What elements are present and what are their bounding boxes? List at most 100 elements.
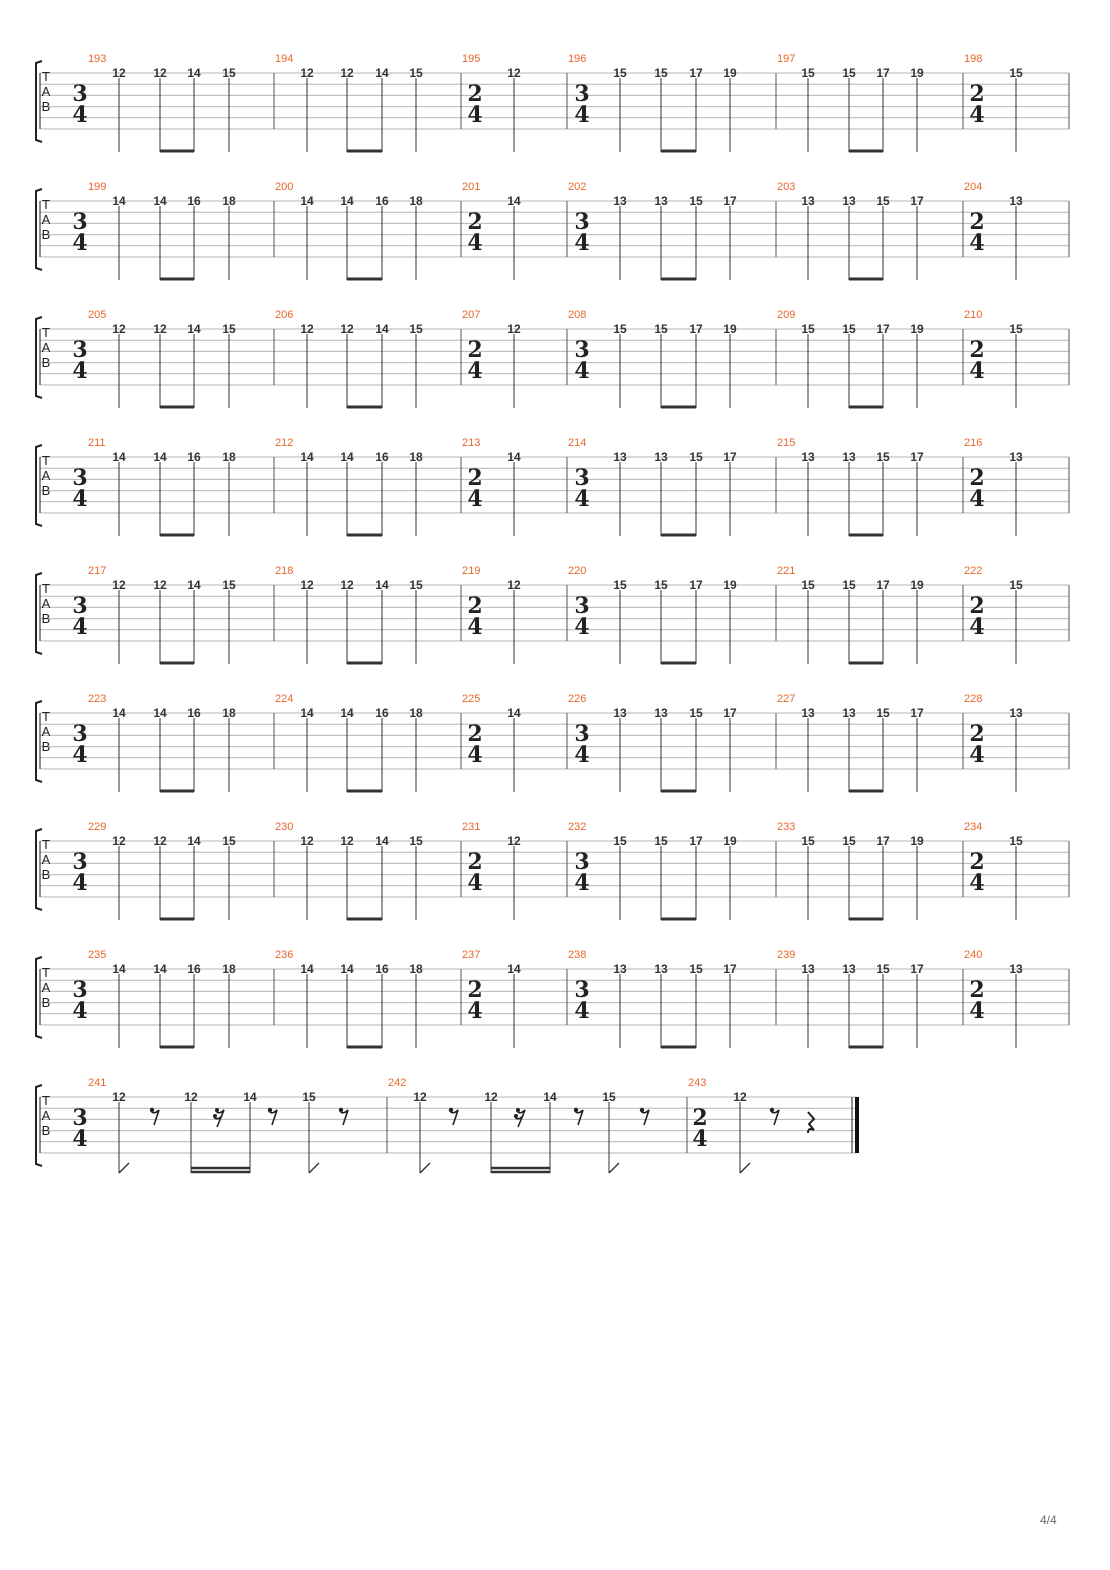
measure-number: 226	[568, 693, 586, 705]
sixteenth-rest-dot	[213, 1114, 217, 1118]
measure-number: 223	[88, 693, 106, 705]
fret-number: 13	[654, 706, 668, 720]
note-flag	[308, 1162, 320, 1174]
fret-number: 19	[723, 834, 737, 848]
time-signature-numerator: 3	[574, 209, 589, 235]
fret-number: 15	[613, 578, 627, 592]
time-signature-denominator: 4	[72, 358, 87, 384]
eighth-rest-dot	[267, 1107, 273, 1113]
fret-number: 15	[654, 578, 668, 592]
tab-clef-letter: T	[42, 325, 50, 340]
time-signature-denominator: 4	[574, 870, 589, 896]
fret-number: 14	[375, 834, 389, 848]
fret-number: 13	[801, 194, 815, 208]
fret-number: 14	[300, 450, 314, 464]
fret-number: 15	[1009, 322, 1023, 336]
eighth-rest	[449, 1109, 459, 1126]
fret-number: 12	[507, 834, 521, 848]
fret-number: 14	[187, 322, 201, 336]
time-signature-numerator: 3	[72, 977, 87, 1003]
time-signature-denominator: 4	[969, 870, 984, 896]
measure-number: 199	[88, 181, 106, 193]
time-signature-numerator: 3	[72, 337, 87, 363]
fret-number: 13	[654, 450, 668, 464]
fret-number: 15	[801, 578, 815, 592]
time-signature-denominator: 4	[692, 1126, 707, 1152]
fret-number: 15	[222, 66, 236, 80]
fret-number: 13	[842, 706, 856, 720]
eighth-rest	[640, 1109, 650, 1126]
fret-number: 15	[801, 322, 815, 336]
time-signature-denominator: 4	[467, 486, 482, 512]
fret-number: 19	[910, 66, 924, 80]
fret-number: 13	[1009, 194, 1023, 208]
measure-number: 195	[462, 53, 480, 65]
tab-clef-letter: T	[42, 1093, 50, 1108]
time-signature-denominator: 4	[969, 102, 984, 128]
measure-number: 208	[568, 309, 586, 321]
tab-clef-letter: A	[42, 852, 51, 867]
fret-number: 12	[112, 322, 126, 336]
measure-number: 229	[88, 821, 106, 833]
measure-number: 200	[275, 181, 293, 193]
measure-number: 228	[964, 693, 982, 705]
fret-number: 12	[340, 578, 354, 592]
time-signature-numerator: 2	[969, 593, 984, 619]
sixteenth-rest-dot	[516, 1108, 520, 1112]
time-signature-denominator: 4	[467, 102, 482, 128]
fret-number: 17	[876, 66, 890, 80]
time-signature-numerator: 3	[72, 465, 87, 491]
fret-number: 12	[340, 834, 354, 848]
fret-number: 12	[340, 322, 354, 336]
fret-number: 12	[300, 66, 314, 80]
eighth-rest-dot	[149, 1107, 155, 1113]
fret-number: 14	[187, 834, 201, 848]
fret-number: 15	[876, 450, 890, 464]
fret-number: 13	[801, 962, 815, 976]
tab-clef-letter: T	[42, 965, 50, 980]
tab-clef-letter: A	[42, 1108, 51, 1123]
time-signature-denominator: 4	[72, 102, 87, 128]
fret-number: 17	[910, 194, 924, 208]
measure-number: 215	[777, 437, 795, 449]
time-signature-denominator: 4	[72, 486, 87, 512]
measure-number: 193	[88, 53, 106, 65]
fret-number: 12	[153, 66, 167, 80]
fret-number: 12	[112, 66, 126, 80]
fret-number: 17	[876, 578, 890, 592]
time-signature-numerator: 2	[969, 849, 984, 875]
fret-number: 15	[876, 706, 890, 720]
fret-number: 14	[153, 706, 167, 720]
time-signature-numerator: 2	[969, 337, 984, 363]
fret-number: 13	[613, 706, 627, 720]
system-bracket	[35, 828, 43, 911]
time-signature-denominator: 4	[467, 998, 482, 1024]
time-signature-numerator: 3	[72, 593, 87, 619]
fret-number: 15	[842, 834, 856, 848]
fret-number: 14	[153, 962, 167, 976]
fret-number: 12	[507, 322, 521, 336]
fret-number: 12	[300, 578, 314, 592]
fret-number: 14	[507, 706, 521, 720]
measure-number: 217	[88, 565, 106, 577]
measure-number: 232	[568, 821, 586, 833]
fret-number: 17	[689, 578, 703, 592]
time-signature-numerator: 3	[574, 977, 589, 1003]
fret-number: 16	[375, 194, 389, 208]
fret-number: 18	[222, 962, 236, 976]
fret-number: 15	[1009, 66, 1023, 80]
fret-number: 15	[654, 66, 668, 80]
fret-number: 15	[409, 322, 423, 336]
system-bracket	[35, 444, 43, 527]
fret-number: 17	[910, 962, 924, 976]
time-signature-numerator: 2	[467, 849, 482, 875]
fret-number: 14	[112, 706, 126, 720]
fret-number: 14	[300, 706, 314, 720]
eighth-rest-dot	[573, 1107, 579, 1113]
fret-number: 14	[507, 450, 521, 464]
measure-number: 233	[777, 821, 795, 833]
tab-clef-letter: B	[42, 99, 51, 114]
fret-number: 12	[153, 322, 167, 336]
time-signature-denominator: 4	[574, 358, 589, 384]
fret-number: 14	[187, 66, 201, 80]
